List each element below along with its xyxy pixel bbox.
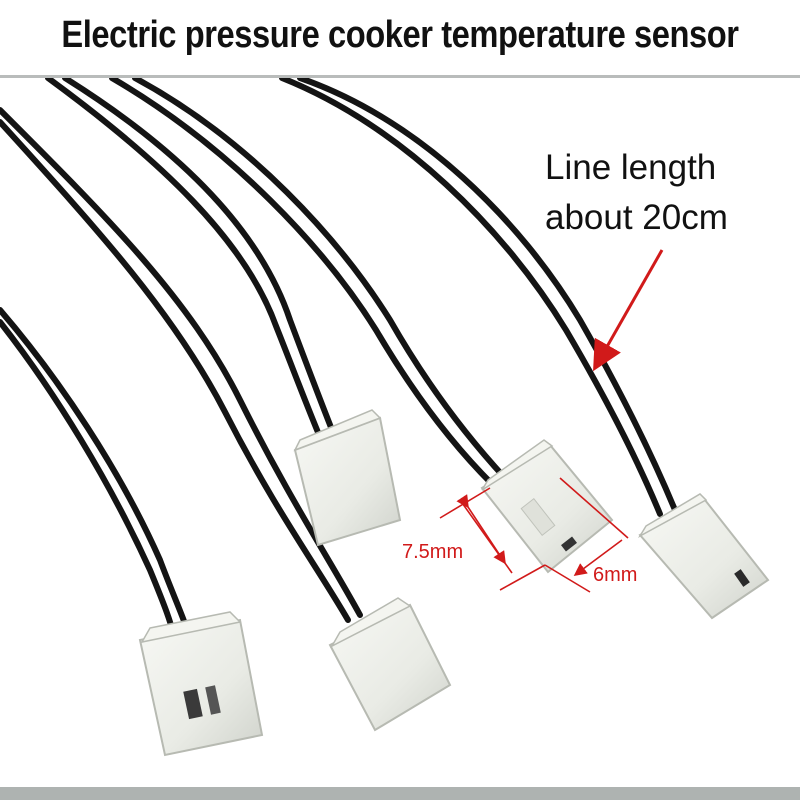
connector-5 (637, 493, 770, 620)
line-length-arrow (593, 249, 664, 372)
cable-5 (279, 78, 678, 517)
dimension-lines (439, 477, 629, 593)
cables (0, 78, 678, 648)
bottom-strip (0, 787, 800, 800)
connector-3 (293, 409, 402, 547)
cable-3 (45, 78, 339, 445)
product-photo (0, 78, 770, 757)
page-title: Electric pressure cooker temperature sen… (61, 14, 739, 56)
connector-width-label: 7.5mm (402, 541, 464, 563)
connector-2 (328, 597, 452, 732)
title-bar: Electric pressure cooker temperature sen… (0, 0, 800, 78)
cable-4 (109, 78, 508, 487)
cable-2 (0, 107, 363, 623)
line-length-line-2: about 20cm (545, 198, 728, 237)
connector-1 (138, 611, 264, 757)
line-length-label: Line length about 20cm (545, 143, 728, 243)
connector-depth-label: 6mm (593, 564, 638, 586)
cable-1 (0, 307, 193, 648)
line-length-line-1: Line length (545, 148, 717, 187)
connector-4 (480, 439, 614, 574)
